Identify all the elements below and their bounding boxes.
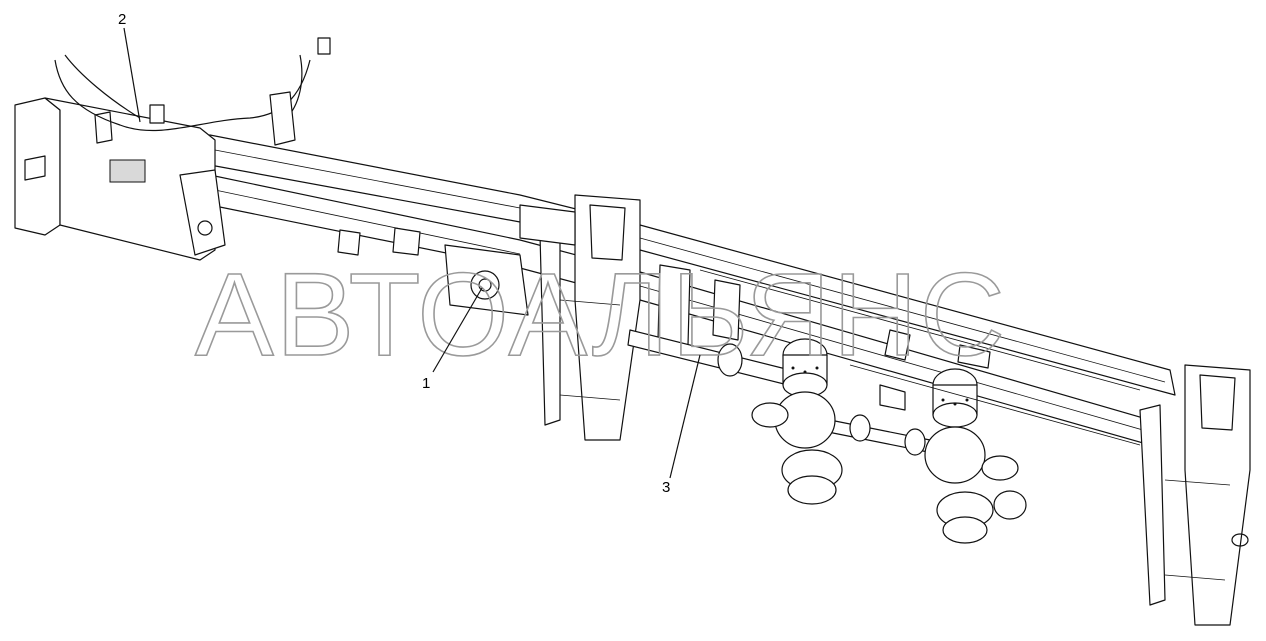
wiring-harness [54,37,331,146]
midframe-components [337,227,529,316]
front-crossmember [14,97,226,261]
drive-axle-front [751,338,843,505]
callout-2: 2 [118,11,141,123]
middle-crossmember [519,194,741,441]
callout-label-2: 2 [118,11,126,28]
callout-label-3: 3 [662,479,670,496]
callout-3: 3 [662,354,701,496]
callout-label-1: 1 [422,375,430,392]
watermark-text: АВТОАЛЬЯНС [195,249,1007,381]
drive-axle-rear [924,368,1027,544]
propeller-shaft [627,329,931,456]
rear-crossmember [1139,364,1251,626]
frame-detail-lines [699,269,1141,446]
callout-1: 1 [422,287,483,392]
